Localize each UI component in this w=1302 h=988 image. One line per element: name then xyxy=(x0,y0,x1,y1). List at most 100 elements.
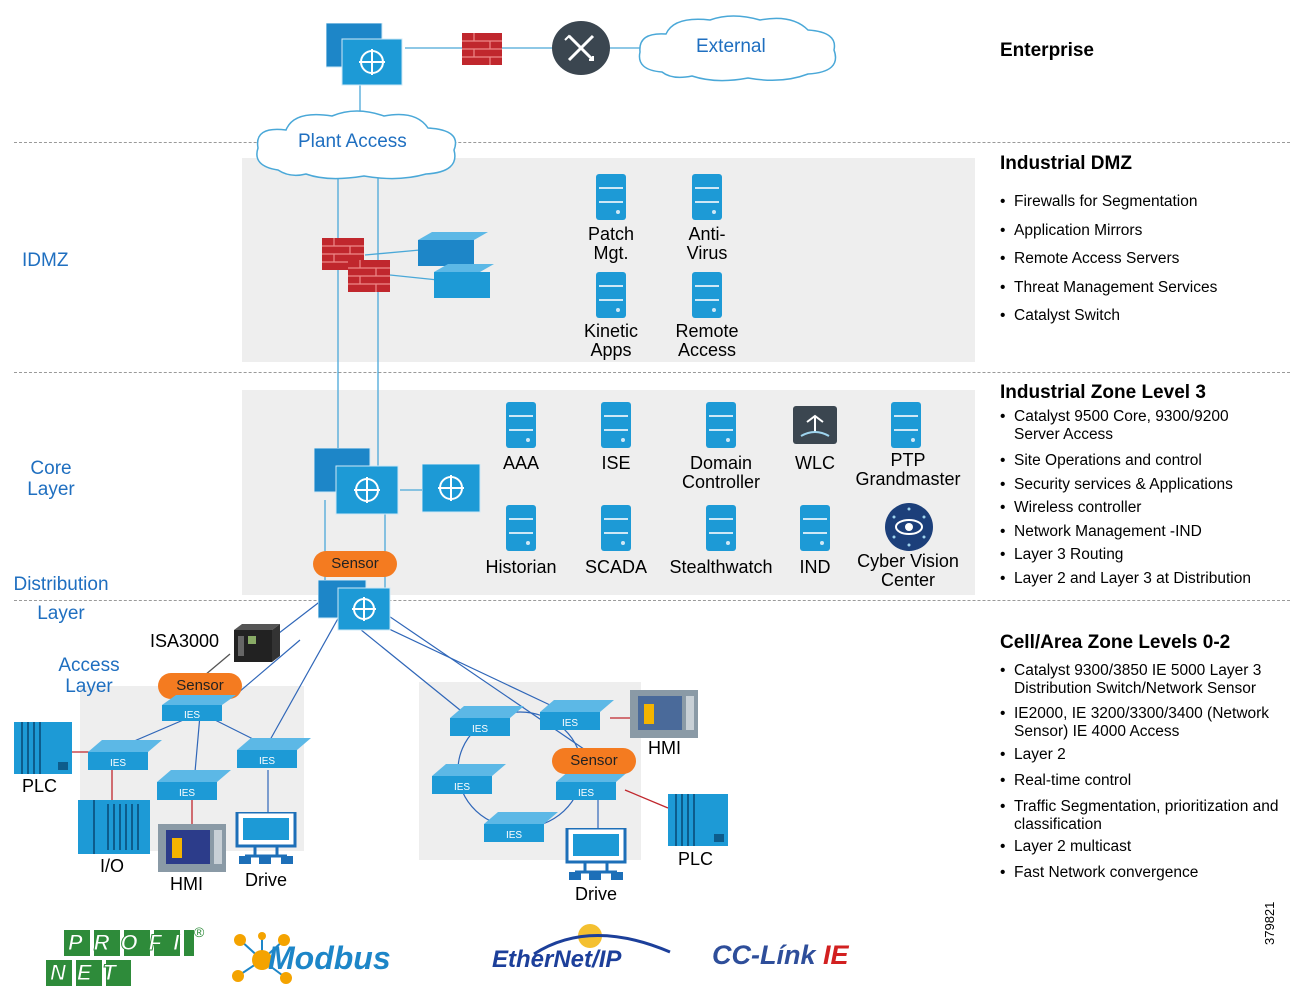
ies-badge: IES xyxy=(259,756,275,767)
hmi-icon xyxy=(630,690,698,738)
server-access-switch-icon xyxy=(422,464,481,513)
wlc-icon xyxy=(793,406,837,444)
drive-label-right: Drive xyxy=(575,884,618,904)
external-cloud-icon xyxy=(638,15,837,82)
ind-label: IND xyxy=(780,558,850,577)
cell-bullet: Fast Network convergence xyxy=(1000,864,1298,882)
core-switch-stack-icon xyxy=(314,448,399,515)
cyber-vision-eye-icon xyxy=(885,503,933,551)
distribution-layer-side-label: Distribution Layer xyxy=(6,574,116,624)
idmz-title: Industrial DMZ xyxy=(1000,153,1132,174)
ies-badge: IES xyxy=(110,758,126,769)
ptp-grandmaster-label: PTP Grandmaster xyxy=(846,451,970,489)
server-label-line: Kinetic xyxy=(583,321,639,341)
server-label-line: Apps xyxy=(590,340,632,360)
cell-bullet: Traffic Segmentation, prioritization and… xyxy=(1000,798,1298,834)
server-label-line: Stealthwatch xyxy=(669,557,773,577)
ies-switch-icon: IES xyxy=(540,700,614,730)
profinet-logo-bottom: NET xyxy=(46,960,131,986)
plant-access-cloud-label: Plant Access xyxy=(298,131,407,152)
enterprise-title: Enterprise xyxy=(1000,40,1094,61)
cell-bullet: Layer 2 xyxy=(1000,746,1298,764)
drive-icon xyxy=(565,828,627,880)
ise-server-icon xyxy=(601,402,631,448)
ies-switch-icon: IES xyxy=(556,770,630,800)
cclink-logo-text: CC-Línk xyxy=(712,940,816,970)
idmz-side-label: IDMZ xyxy=(22,250,69,271)
idmz-bullet: Catalyst Switch xyxy=(1000,307,1290,325)
ies-badge: IES xyxy=(562,718,578,729)
ies-badge: IES xyxy=(472,724,488,735)
router-icon xyxy=(552,21,610,75)
plant-access-cloud-icon xyxy=(256,110,457,180)
distribution-switch-icon xyxy=(318,580,391,631)
modbus-logo-text: Modbus xyxy=(268,940,391,976)
antivirus-server-icon xyxy=(692,174,722,220)
server-label-line: Historian xyxy=(485,557,557,577)
cell-bullet: Real-time control xyxy=(1000,772,1298,790)
cell-bullet: Catalyst 9300/3850 IE 5000 Layer 3 Distr… xyxy=(1000,662,1298,698)
cclink-logo: CC-Línk IE xyxy=(712,940,849,971)
profinet-logo-top: PROFI xyxy=(64,930,195,956)
server-label-line: Mgt. xyxy=(593,243,629,263)
server-label-line: Controller xyxy=(681,472,761,492)
stealthwatch-label: Stealthwatch xyxy=(656,558,786,577)
aaa-server-icon xyxy=(506,402,536,448)
hmi-label-left: HMI xyxy=(170,874,203,894)
level3-bullet-list: Catalyst 9500 Core, 9300/9200 Server Acc… xyxy=(1000,408,1268,588)
cclink-ie-text: IE xyxy=(823,940,849,970)
cell-area-title: Cell/Area Zone Levels 0-2 xyxy=(1000,632,1231,653)
stealthwatch-server-icon xyxy=(706,505,736,551)
historian-server-icon xyxy=(506,505,536,551)
level3-title: Industrial Zone Level 3 xyxy=(1000,382,1206,403)
cyber-vision-label: Cyber Vision Center xyxy=(846,552,970,590)
core-layer-label-line: Core xyxy=(30,458,72,479)
core-layer-side-label: Core Layer xyxy=(24,458,78,500)
access-label-line: Access xyxy=(58,655,120,676)
hmi-icon xyxy=(158,824,226,872)
ies-switch-icon: IES xyxy=(484,812,558,842)
ise-label: ISE xyxy=(581,454,651,473)
ies-switch-icon: IES xyxy=(162,695,236,721)
scada-label: SCADA xyxy=(576,558,656,577)
server-label-line: Anti- xyxy=(688,224,726,244)
level3-bullet: Network Management -IND xyxy=(1000,523,1268,541)
idmz-bullet-list: Firewalls for Segmentation Application M… xyxy=(1000,193,1290,325)
profinet-registered-mark: ® xyxy=(194,924,205,940)
ies-switch-icon: IES xyxy=(450,706,524,736)
hmi-label-right: HMI xyxy=(648,738,681,758)
level3-bullet: Security services & Applications xyxy=(1000,476,1268,494)
level3-bullet: Layer 3 Routing xyxy=(1000,546,1268,564)
isa3000-label: ISA3000 xyxy=(150,631,220,651)
level3-bullet: Catalyst 9500 Core, 9300/9200 Server Acc… xyxy=(1000,408,1268,444)
ind-server-icon xyxy=(800,505,830,551)
cell-bullet: Layer 2 multicast xyxy=(1000,838,1298,856)
io-module-icon xyxy=(78,800,150,854)
server-label-line: IND xyxy=(799,557,831,577)
drive-label-left: Drive xyxy=(245,870,288,890)
cell-bullet: IE2000, IE 3200/3300/3400 (Network Senso… xyxy=(1000,705,1298,741)
kinetic-apps-label: Kinetic Apps xyxy=(574,322,648,360)
idmz-bullet: Threat Management Services xyxy=(1000,279,1290,297)
server-label-line: Center xyxy=(880,570,936,590)
ies-switch-icon: IES xyxy=(432,764,506,794)
distribution-sensor-badge: Sensor xyxy=(313,551,397,577)
patch-management-label: Patch Mgt. xyxy=(574,225,648,263)
server-label-line: AAA xyxy=(502,453,540,473)
core-layer-label-line: Layer xyxy=(27,479,75,500)
ies-switch-icon: IES xyxy=(88,740,162,770)
profinet-logo: PROFI NET ® xyxy=(44,924,214,988)
scada-server-icon xyxy=(601,505,631,551)
remote-access-server-icon xyxy=(692,272,722,318)
level3-bullet: Site Operations and control xyxy=(1000,452,1268,470)
external-cloud-label: External xyxy=(696,36,766,57)
ies-badge: IES xyxy=(506,830,522,841)
ies-switch-icon: IES xyxy=(237,738,311,768)
server-label-line: SCADA xyxy=(584,557,647,577)
idmz-bullet: Application Mirrors xyxy=(1000,222,1290,240)
level3-bullet: Layer 2 and Layer 3 at Distribution xyxy=(1000,570,1268,588)
idmz-switch-pair-icon xyxy=(418,232,494,298)
idmz-firewall-pair-icon xyxy=(322,238,390,292)
historian-label: Historian xyxy=(476,558,566,577)
idmz-bullet: Remote Access Servers xyxy=(1000,250,1290,268)
